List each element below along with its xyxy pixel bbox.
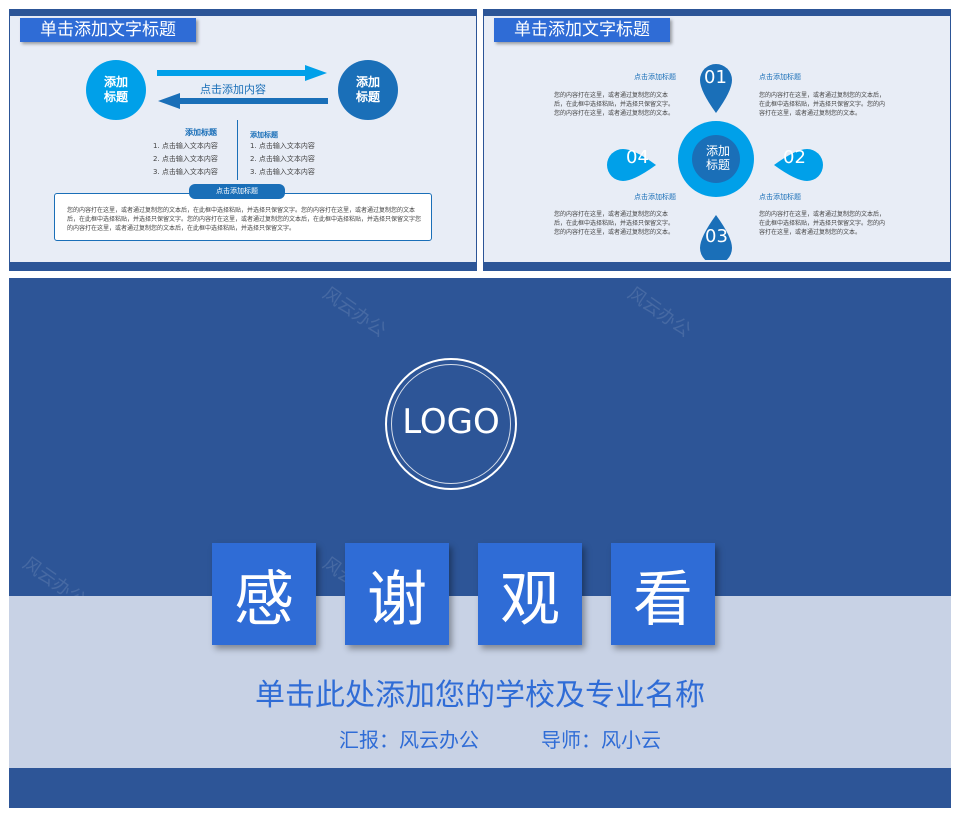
- col1-heading: 添加标题: [185, 128, 217, 137]
- text-box-body: 您的内容打在这里，或者通过复制您的文本后，在此框中选择粘贴，并选择只保留文字。您…: [67, 207, 422, 232]
- droplet-01: 01: [704, 67, 727, 88]
- text-box-tab: 点击添加标题: [189, 184, 285, 199]
- list-item: 1. 点击输入文本内容: [153, 142, 218, 150]
- col2-heading: 添加标题: [250, 131, 278, 139]
- slide-bottom-bar: [484, 262, 950, 270]
- slide-thank-you[interactable]: 风云办公 风云办公 风云办公 风云办公 LOGO 感 谢 观 看 单击此处添加您…: [9, 278, 951, 808]
- reporter: 汇报：风云办公: [339, 728, 479, 752]
- slide-thumbnail-2[interactable]: 单击添加文字标题 01 02 03 04 添加 标题 点击添加标题 您的内容打在…: [483, 9, 951, 271]
- arrow-label: 点击添加内容: [200, 83, 266, 96]
- logo-text: LOGO: [402, 402, 500, 442]
- watermark: 风云办公: [318, 282, 390, 342]
- right-circle: 添加 标题: [338, 60, 398, 120]
- droplet-04: 04: [626, 147, 649, 168]
- slide-top-bar: [10, 10, 476, 16]
- thanks-char-3: 观: [478, 543, 582, 645]
- heading-top-right: 点击添加标题: [759, 73, 801, 81]
- col2-list: 1. 点击输入文本内容 2. 点击输入文本内容 3. 点击输入文本内容: [250, 140, 315, 179]
- advisor: 导师：风小云: [541, 728, 661, 752]
- slide-title: 单击添加文字标题: [20, 18, 196, 42]
- watermark: 风云办公: [623, 282, 695, 342]
- heading-bottom-right: 点击添加标题: [759, 193, 801, 201]
- center-circle-label: 添加 标题: [705, 144, 730, 172]
- logo-circle: [385, 358, 517, 490]
- droplet-02: 02: [783, 147, 806, 168]
- body-bottom-right: 您的内容打在这里，或者通过复制您的文本后，在此框中选择粘贴，并选择只保留文字。您…: [759, 211, 886, 236]
- thanks-char-2: 谢: [345, 543, 449, 645]
- heading-bottom-left: 点击添加标题: [634, 193, 676, 201]
- text-box: 您的内容打在这里，或者通过复制您的文本后，在此框中选择粘贴，并选择只保留文字。您…: [54, 193, 432, 241]
- slide-thumbnail-1[interactable]: 单击添加文字标题 添加 标题 添加 标题 点击添加内容 添加标题 1. 点击输入…: [9, 9, 477, 271]
- thanks-char-4: 看: [611, 543, 715, 645]
- body-bottom-left: 您的内容打在这里，或者通过复制您的文本后，在此框中选择粘贴，并选择只保留文字。您…: [554, 211, 675, 236]
- heading-top-left: 点击添加标题: [634, 73, 676, 81]
- slide-bottom-bar: [10, 262, 476, 270]
- col1-list: 1. 点击输入文本内容 2. 点击输入文本内容 3. 点击输入文本内容: [153, 140, 218, 179]
- list-item: 3. 点击输入文本内容: [250, 168, 315, 176]
- body-top-left: 您的内容打在这里，或者通过复制您的文本后，在此框中选择粘贴，并选择只保留文字。您…: [554, 92, 675, 117]
- body-top-right: 您的内容打在这里，或者通过复制您的文本后，在此框中选择粘贴，并选择只保留文字。您…: [759, 92, 886, 117]
- double-arrow-icon: [157, 65, 328, 109]
- list-item: 2. 点击输入文本内容: [153, 155, 218, 163]
- thanks-char-1: 感: [212, 543, 316, 645]
- slide-title: 单击添加文字标题: [494, 18, 670, 42]
- droplet-03: 03: [705, 226, 728, 247]
- droplets-diagram: [607, 64, 823, 260]
- list-item: 2. 点击输入文本内容: [250, 155, 315, 163]
- list-item: 1. 点击输入文本内容: [250, 142, 315, 150]
- list-item: 3. 点击输入文本内容: [153, 168, 218, 176]
- subtitle: 单击此处添加您的学校及专业名称: [255, 678, 705, 713]
- divider: [237, 120, 238, 180]
- left-circle: 添加 标题: [86, 60, 146, 120]
- slide-top-bar: [484, 10, 950, 16]
